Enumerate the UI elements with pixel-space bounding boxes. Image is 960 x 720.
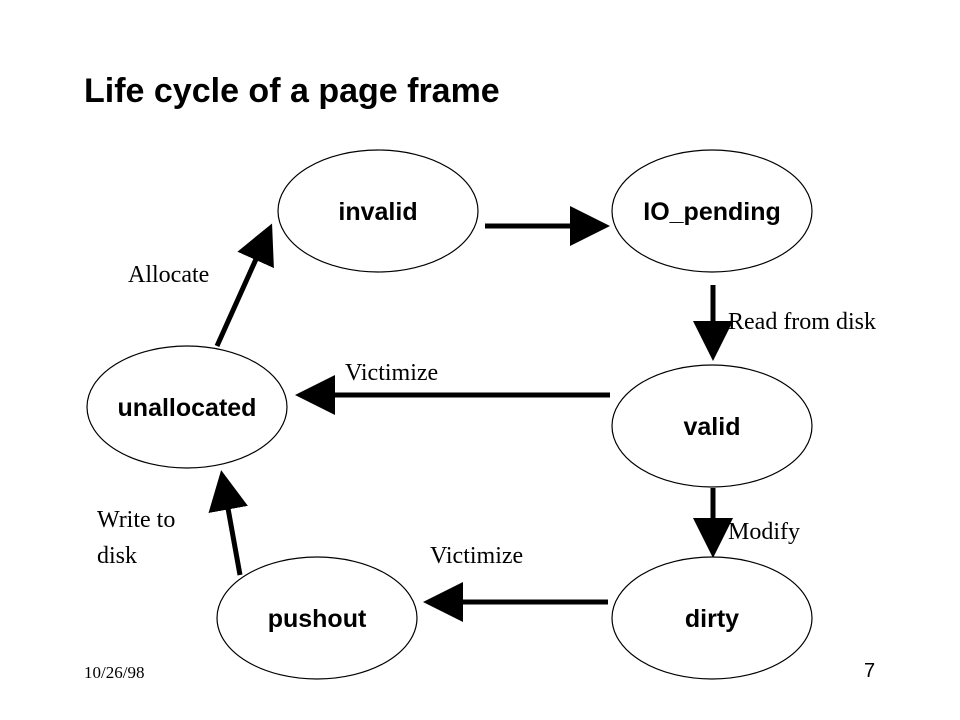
state-io-pending: IO_pending (611, 149, 813, 273)
state-invalid: invalid (277, 149, 479, 273)
label-write-to-disk-line2: disk (97, 543, 137, 569)
label-victimize-valid: Victimize (345, 360, 438, 386)
state-unallocated-label: unallocated (118, 394, 257, 422)
state-invalid-label: invalid (338, 198, 417, 226)
state-io-pending-label: IO_pending (643, 198, 781, 226)
state-valid: valid (611, 364, 813, 488)
label-write-to-disk-line1: Write to (97, 507, 175, 533)
state-pushout-label: pushout (268, 605, 367, 633)
state-valid-label: valid (684, 413, 741, 441)
label-read-from-disk: Read from disk (728, 309, 876, 335)
label-allocate: Allocate (128, 262, 209, 288)
footer-date: 10/26/98 (84, 663, 145, 682)
state-dirty: dirty (611, 556, 813, 680)
slide-title: Life cycle of a page frame (84, 72, 500, 110)
page-number: 7 (864, 660, 876, 682)
state-unallocated: unallocated (86, 345, 288, 469)
state-dirty-label: dirty (685, 605, 739, 633)
label-modify: Modify (728, 519, 800, 545)
state-pushout: pushout (216, 556, 418, 680)
edge-unallocated-to-invalid (214, 223, 274, 348)
label-victimize-dirty: Victimize (430, 543, 523, 569)
edge-pushout-to-unallocated (208, 470, 248, 576)
